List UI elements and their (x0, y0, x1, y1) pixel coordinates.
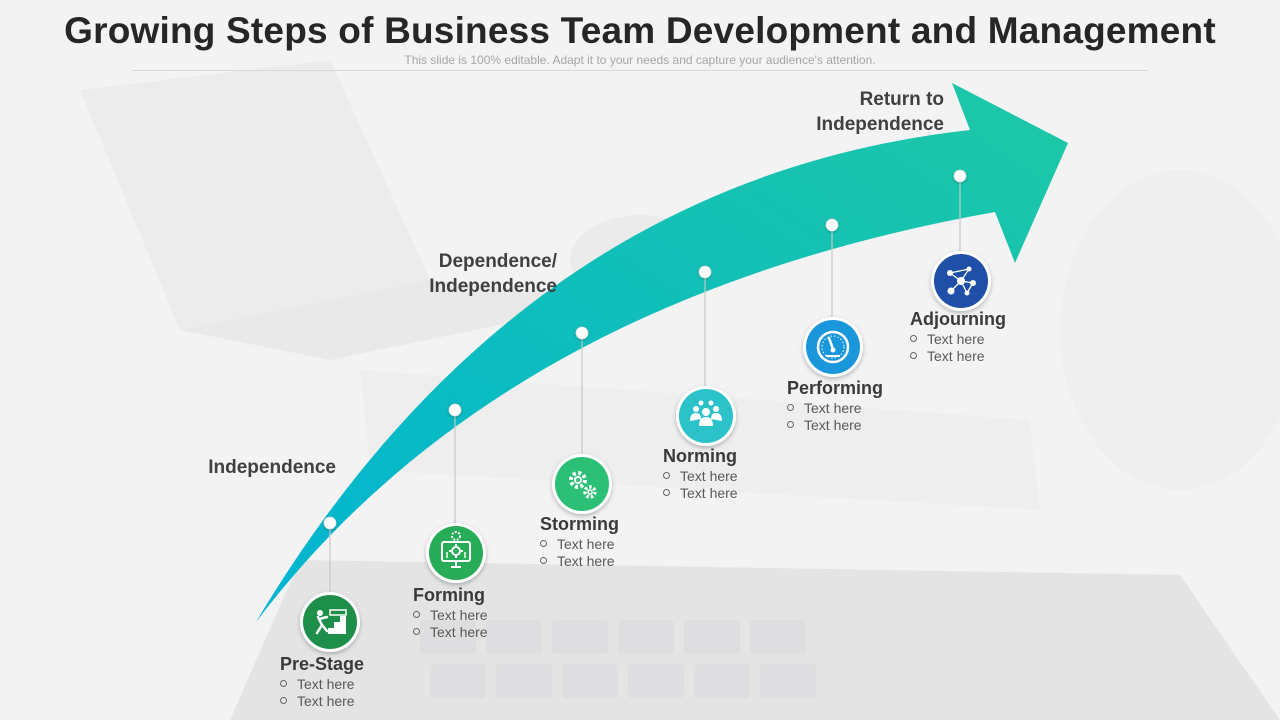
connector-dot (825, 218, 839, 232)
connector-dot (575, 326, 589, 340)
stage-bullet-list: Text here Text here (280, 676, 430, 710)
connector-dot (953, 169, 967, 183)
stage-bullet: Text here (540, 536, 690, 553)
phase-label-line: Independence (208, 457, 336, 478)
stage-bullet-text: Text here (297, 676, 355, 692)
speedometer-icon (816, 330, 850, 364)
bullet-circle-icon (663, 489, 670, 496)
gears-icon (569, 471, 597, 499)
phase-label-line: Dependence/ (438, 251, 557, 272)
phase-label-line: Independence (816, 114, 944, 135)
stage-bullet-text: Text here (680, 468, 738, 484)
connector-dot (698, 265, 712, 279)
climbing-steps-icon (315, 609, 347, 635)
stage-bullet: Text here (663, 468, 813, 485)
stage-bullet-text: Text here (430, 607, 488, 623)
badge-adjourning (931, 251, 991, 311)
bullet-circle-icon (787, 421, 794, 428)
stage-bullet-list: Text here Text here (787, 400, 937, 434)
stage-name: Norming (663, 446, 737, 466)
stage-bullet: Text here (663, 485, 813, 502)
stage-name: Performing (787, 378, 884, 398)
stage-bullet: Text here (787, 400, 937, 417)
stage-norming: Norming Text here Text here (663, 445, 813, 502)
bullet-circle-icon (910, 335, 917, 342)
stage-bullet-text: Text here (804, 400, 862, 416)
phase-label-dependence-independence: Dependence/ Independence (370, 249, 557, 299)
title-divider (132, 70, 1148, 71)
team-group-icon (690, 400, 722, 426)
stage-performing: Performing Text here Text here (787, 377, 937, 434)
stage-name: Adjourning (910, 309, 1006, 329)
bullet-circle-icon (540, 540, 547, 547)
badge-performing (803, 317, 863, 377)
stage-bullet-text: Text here (297, 693, 355, 709)
stage-bullet-list: Text here Text here (663, 468, 813, 502)
slide-subtitle: This slide is 100% editable. Adapt it to… (404, 53, 876, 67)
bullet-circle-icon (413, 628, 420, 635)
badge-storming (552, 454, 612, 514)
stage-bullet-text: Text here (804, 417, 862, 433)
monitor-gear-icon (441, 531, 471, 568)
stage-bullet-text: Text here (680, 485, 738, 501)
bullet-circle-icon (663, 472, 670, 479)
slide-title: Growing Steps of Business Team Developme… (64, 10, 1216, 51)
stage-bullet: Text here (413, 607, 563, 624)
stage-bullet-text: Text here (927, 348, 985, 364)
stage-pre-stage: Pre-Stage Text here Text here (280, 653, 430, 710)
stage-name: Pre-Stage (280, 654, 365, 674)
connector-dot (448, 403, 462, 417)
stage-bullet-text: Text here (557, 536, 615, 552)
phase-label-line: Return to (859, 89, 944, 110)
badge-forming (426, 523, 486, 583)
bullet-circle-icon (540, 557, 547, 564)
stage-bullet-text: Text here (430, 624, 488, 640)
badge-pre-stage (300, 592, 360, 652)
stage-bullet: Text here (910, 331, 1060, 348)
stage-bullet-list: Text here Text here (910, 331, 1060, 365)
stage-bullet: Text here (787, 417, 937, 434)
stage-bullet: Text here (413, 624, 563, 641)
stage-bullet: Text here (280, 693, 430, 710)
bullet-circle-icon (280, 680, 287, 687)
badge-norming (676, 386, 736, 446)
phase-label-return-to-independence: Return to Independence (760, 87, 944, 137)
phase-label-independence: Independence (150, 455, 336, 480)
stage-badges (300, 251, 991, 652)
stage-bullet-text: Text here (927, 331, 985, 347)
stage-bullet-list: Text here Text here (413, 607, 563, 641)
stage-bullet-list: Text here Text here (540, 536, 690, 570)
stage-bullet: Text here (540, 553, 690, 570)
stage-connectors (323, 169, 967, 592)
stage-bullet-text: Text here (557, 553, 615, 569)
bullet-circle-icon (280, 697, 287, 704)
stage-bullet: Text here (910, 348, 1060, 365)
growth-arrow (256, 83, 1068, 622)
stage-name: Storming (540, 514, 619, 534)
bullet-circle-icon (413, 611, 420, 618)
bullet-circle-icon (910, 352, 917, 359)
stage-storming: Storming Text here Text here (540, 513, 690, 570)
stage-bullet: Text here (280, 676, 430, 693)
stage-adjourning: Adjourning Text here Text here (910, 308, 1060, 365)
stage-name: Forming (413, 585, 485, 605)
bullet-circle-icon (787, 404, 794, 411)
network-nodes-icon (947, 266, 976, 296)
stage-forming: Forming Text here Text here (413, 584, 563, 641)
connector-dot (323, 516, 337, 530)
phase-label-line: Independence (429, 276, 557, 297)
